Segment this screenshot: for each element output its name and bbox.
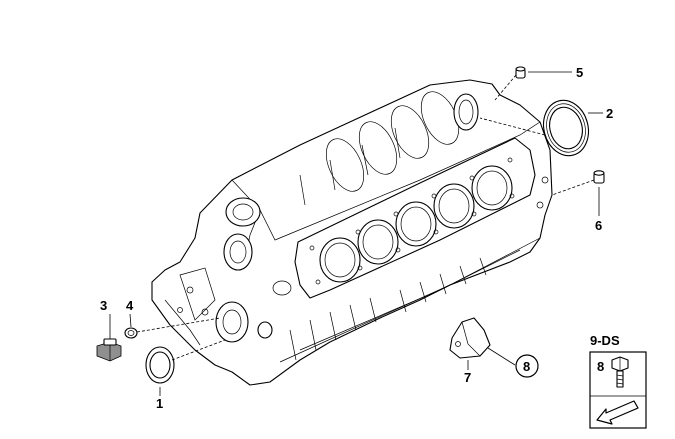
cylinder-bores [319,165,513,283]
callout-5: 5 [576,65,583,80]
sealing-ring [124,327,138,339]
front-shaft-seal [145,346,175,384]
sub-panel-item-label: 8 [597,359,604,374]
screw-plug [96,338,122,362]
deck-bolt-holes [309,157,515,285]
sub-panel-9-ds: 9-DS 8 [589,333,647,429]
dowel-sleeve-top [515,66,526,79]
callout-1: 1 [156,396,163,411]
sub-panel-title: 9-DS [590,333,620,348]
engine-block [151,79,553,386]
arrow-icon [596,400,639,425]
bolt-icon [611,356,629,388]
callout-6: 6 [595,218,602,233]
callout-7: 7 [464,370,471,385]
callout-3: 3 [100,298,107,313]
callout-2: 2 [606,106,613,121]
dowel-sleeve-right [593,170,605,184]
callout-8: 8 [523,359,530,374]
callout-8-circle [515,354,539,378]
rear-seal-bore [453,93,479,131]
rear-crankshaft-seal [542,99,590,157]
leader-lines [109,71,603,396]
callout-4: 4 [126,298,134,313]
crankcase-ribs [279,237,541,363]
callouts: 1 2 3 4 5 6 7 8 [100,65,613,411]
shield-bracket [449,317,491,359]
front-cover-area [164,197,292,346]
